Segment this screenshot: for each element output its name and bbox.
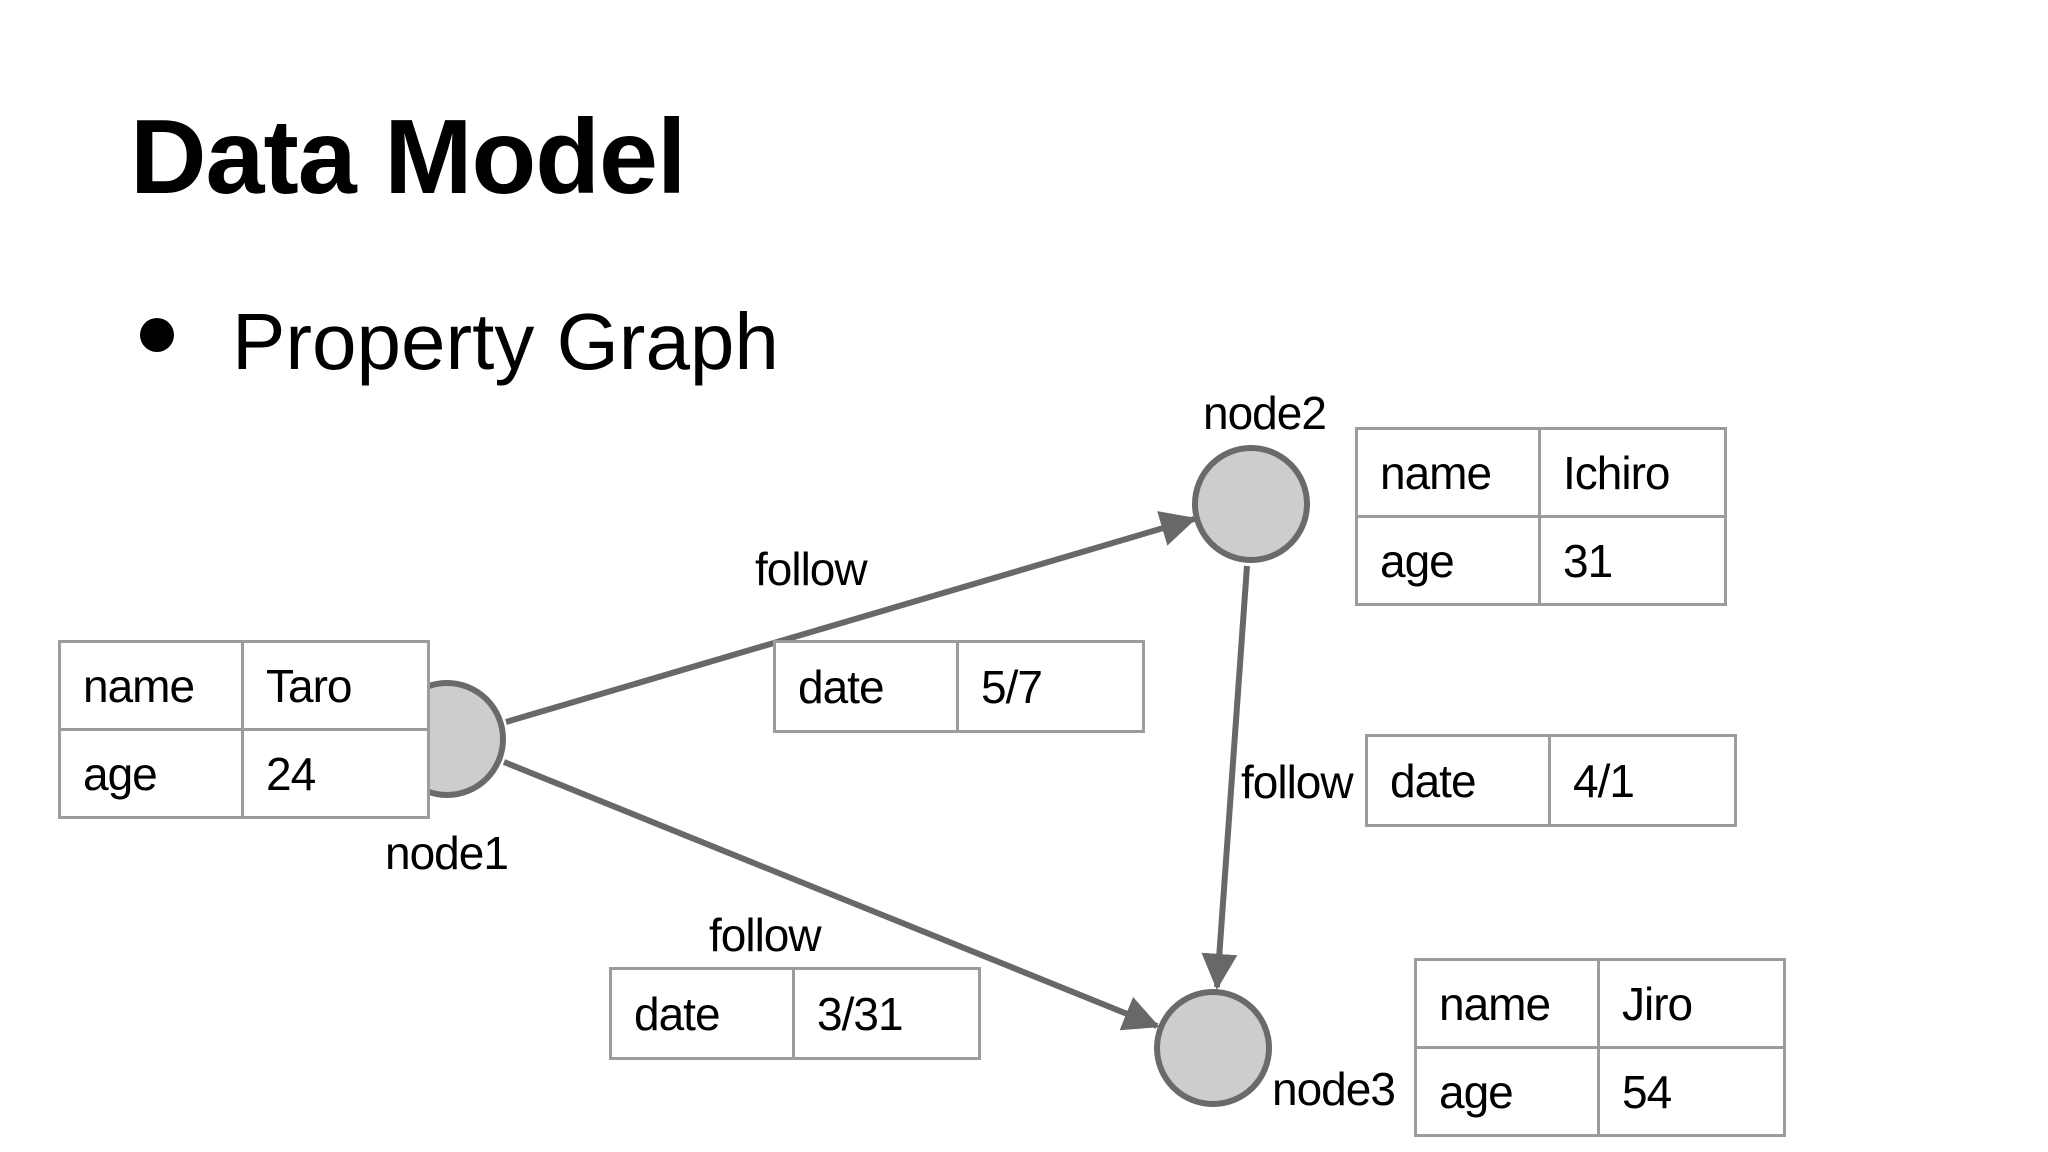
- bullet-dot-icon: [140, 318, 174, 352]
- bullet-item: Property Graph: [140, 302, 779, 382]
- edge-node1-node2-properties-table: date 5/7: [773, 640, 1145, 733]
- table-row: age 24: [58, 728, 430, 819]
- table-row: age 31: [1355, 515, 1727, 606]
- property-value-cell: 4/1: [1548, 734, 1737, 827]
- node2-label: node2: [1203, 387, 1327, 439]
- property-key-cell: age: [1355, 515, 1541, 606]
- edge-node1-node3-properties-table: date 3/31: [609, 967, 981, 1060]
- edge-node1-node2-line: [505, 511, 1197, 725]
- table-row: name Taro: [58, 640, 430, 731]
- property-key-cell: age: [58, 728, 244, 819]
- property-key-cell: date: [609, 967, 795, 1060]
- property-key-cell: date: [1365, 734, 1551, 827]
- table-row: date 5/7: [773, 640, 1145, 733]
- property-value-cell: Ichiro: [1538, 427, 1727, 518]
- table-row: name Jiro: [1414, 958, 1786, 1049]
- node3-properties-table: name Jiro age 54: [1414, 958, 1786, 1137]
- property-value-cell: 31: [1538, 515, 1727, 606]
- property-value-cell: 54: [1597, 1046, 1786, 1137]
- property-key-cell: name: [58, 640, 244, 731]
- node3-label: node3: [1272, 1063, 1396, 1115]
- edge-node2-node3-properties-table: date 4/1: [1365, 734, 1737, 827]
- node3-circle: [1154, 989, 1272, 1107]
- property-value-cell: Taro: [241, 640, 430, 731]
- node2-circle: [1192, 445, 1310, 563]
- edge-node2-node3-label: follow: [1241, 756, 1354, 808]
- table-row: date 3/31: [609, 967, 981, 1060]
- edge-node1-node2-label: follow: [755, 543, 868, 595]
- bullet-label: Property Graph: [232, 297, 779, 386]
- table-row: name Ichiro: [1355, 427, 1727, 518]
- table-row: age 54: [1414, 1046, 1786, 1137]
- property-key-cell: date: [773, 640, 959, 733]
- property-value-cell: 5/7: [956, 640, 1145, 733]
- property-value-cell: 24: [241, 728, 430, 819]
- edge-node2-node3-line: [1201, 565, 1250, 990]
- property-value-cell: 3/31: [792, 967, 981, 1060]
- table-row: date 4/1: [1365, 734, 1737, 827]
- property-key-cell: age: [1414, 1046, 1600, 1137]
- node1-label: node1: [385, 827, 509, 879]
- edge-node1-node3-line: [502, 759, 1160, 1031]
- node2-properties-table: name Ichiro age 31: [1355, 427, 1727, 606]
- property-key-cell: name: [1355, 427, 1541, 518]
- node1-properties-table: name Taro age 24: [58, 640, 430, 819]
- property-key-cell: name: [1414, 958, 1600, 1049]
- edge-node1-node3-label: follow: [709, 909, 822, 961]
- property-value-cell: Jiro: [1597, 958, 1786, 1049]
- page-title: Data Model: [130, 98, 686, 216]
